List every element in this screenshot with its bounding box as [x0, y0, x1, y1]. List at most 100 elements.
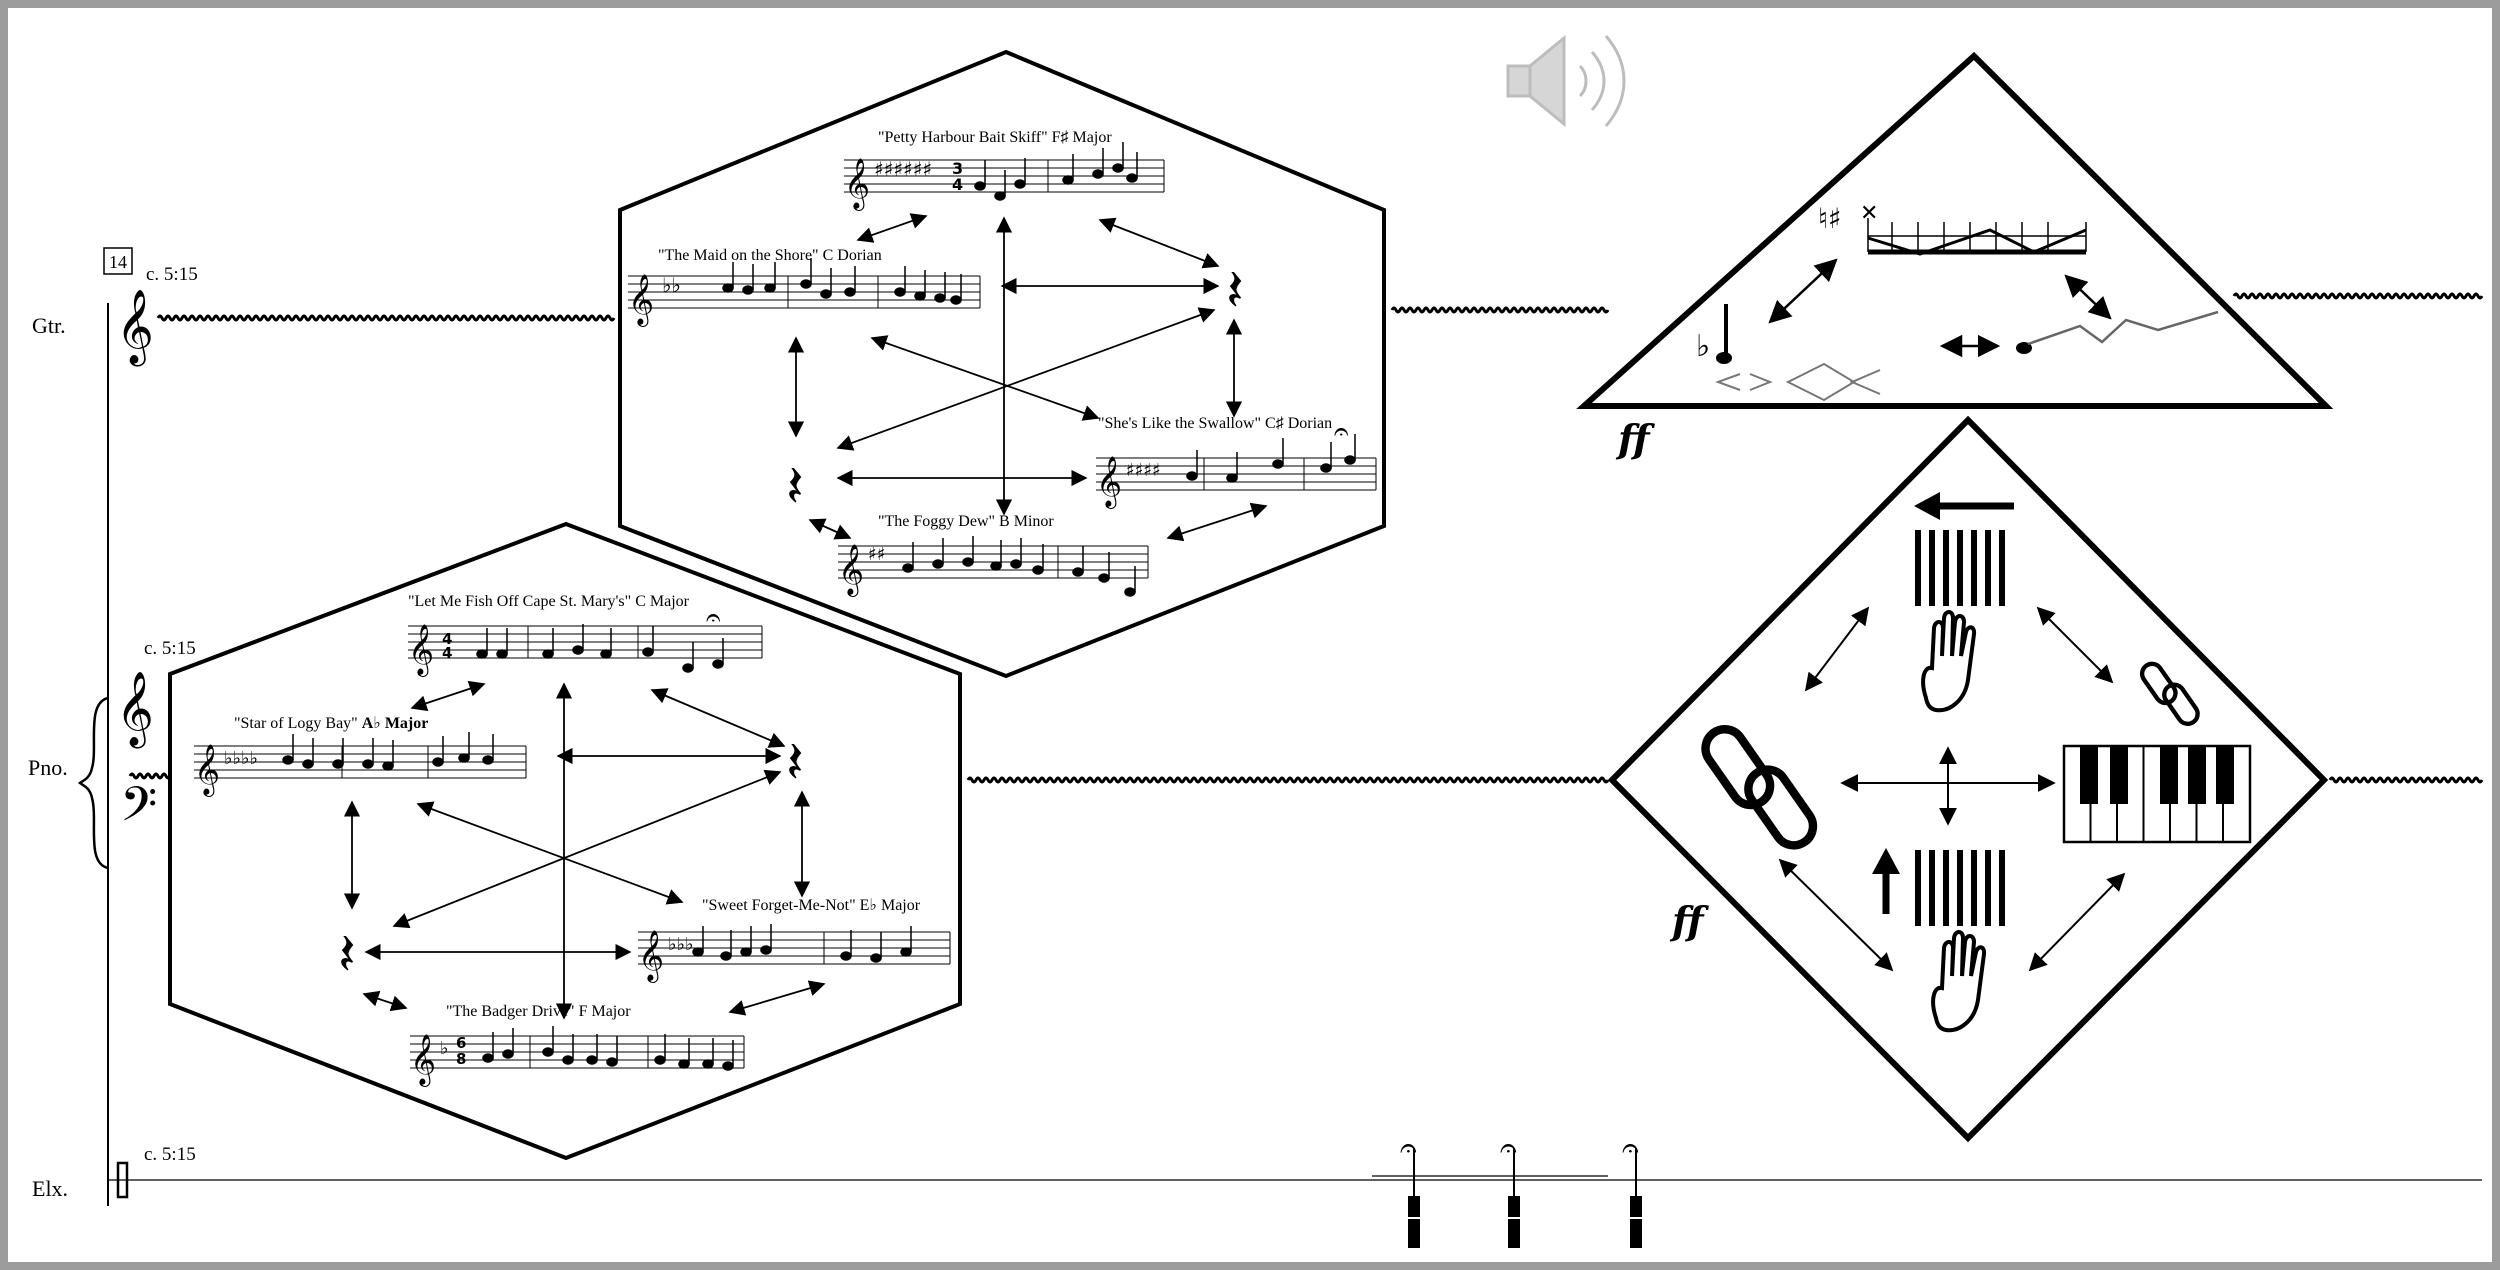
- time-signature-icon: 8: [456, 1050, 466, 1068]
- treble-clef-icon: 𝄞: [628, 274, 654, 327]
- key-signature-sharps-icon: ♯♯♯♯♯♯: [874, 157, 932, 181]
- treble-clef-icon: 𝄞: [844, 158, 870, 211]
- notehead-icon: [692, 947, 704, 957]
- piano-time-cue: c. 5:15: [144, 638, 196, 659]
- fermata-icon: 𝄐: [706, 603, 720, 633]
- flat-note-icon: ♭: [1696, 329, 1710, 364]
- electronics-label: Elx.: [32, 1176, 68, 1201]
- diamond-dynamic-marking: ff: [1669, 898, 1709, 943]
- wavy-line: [966, 776, 1610, 784]
- electronics-events: 𝄐 𝄐 𝄐: [1400, 1131, 1644, 1248]
- tune-title-sweet-forget-me-not: "Sweet Forget-Me-Not" E♭ Major: [702, 897, 921, 914]
- piano-label: Pno.: [28, 755, 68, 780]
- key-signature-flats-icon: ♭♭: [662, 273, 681, 297]
- notehead-icon: [1186, 471, 1198, 481]
- notehead-icon: [302, 759, 314, 769]
- notehead-icon: [870, 953, 882, 963]
- notehead-icon: [990, 561, 1002, 571]
- tune-title-petty-harbour: "Petty Harbour Bait Skiff" F♯ Major: [878, 129, 1112, 146]
- notehead-icon: [562, 1055, 574, 1065]
- tune-title-foggy-dew: "The Foggy Dew" B Minor: [878, 513, 1054, 530]
- notehead-icon: [742, 285, 754, 295]
- notehead-icon: [934, 293, 946, 303]
- key-signature-flats-icon: ♭♭♭♭: [224, 748, 258, 769]
- treble-clef-icon: 𝄞: [408, 624, 434, 677]
- notehead-icon: [900, 947, 912, 957]
- key-signature-sharps-icon: ♯♯: [868, 544, 885, 565]
- staff-cape-st-marys: [408, 625, 763, 659]
- x-notehead-icon: ✕: [1860, 201, 1878, 226]
- fermata-icon: 𝄐: [1622, 1131, 1639, 1166]
- key-signature-sharps-icon: ♯♯♯♯: [1126, 460, 1161, 481]
- notehead-icon: [1344, 455, 1356, 465]
- time-signature-icon: 6: [456, 1034, 466, 1052]
- wavy-extension-lines: [128, 292, 2484, 784]
- treble-clef-icon: 𝄞: [1096, 456, 1122, 509]
- notehead-icon: [932, 559, 944, 569]
- notehead-icon: [702, 1059, 714, 1069]
- time-signature-icon: 3: [952, 159, 963, 178]
- notehead-icon: [362, 759, 374, 769]
- notehead-icon: [600, 649, 612, 659]
- notehead-icon: [1272, 459, 1284, 469]
- notehead-icon: [282, 755, 294, 765]
- speaker-icon: [1506, 34, 1626, 128]
- treble-clef-icon: 𝄞: [838, 544, 864, 597]
- staff-sweet-forget-me-not: [638, 931, 951, 965]
- rehearsal-number: 14: [109, 252, 127, 272]
- accidental-cluster-icon: ♮♯: [1818, 202, 1842, 235]
- notehead-icon: [844, 287, 856, 297]
- tune-title-like-the-swallow: "She's Like the Swallow" C♯ Dorian: [1098, 415, 1332, 432]
- notehead-icon: [840, 951, 852, 961]
- staff-petty-harbour: [844, 159, 1165, 193]
- tune-title-badger-drive: "The Badger Drive" F Major: [446, 1003, 631, 1020]
- notehead-icon: [894, 287, 906, 297]
- notehead-icon: [974, 181, 986, 191]
- tune-title-star-of-logy-bay: "Star of Logy Bay" A♭ Major: [234, 715, 428, 732]
- wavy-line: [156, 314, 616, 322]
- event-block-icon: [1408, 1196, 1420, 1248]
- notehead-icon: [1092, 169, 1104, 179]
- piano-keyboard-icon: [2062, 744, 2252, 844]
- notehead-icon: [542, 1047, 554, 1057]
- fermata-icon: 𝄐: [1400, 1131, 1417, 1166]
- notehead-icon: [740, 947, 752, 957]
- treble-clef-icon: 𝄞: [194, 744, 220, 797]
- electronics-staff: 𝄐 𝄐 𝄐: [108, 1131, 2482, 1248]
- fermata-icon: 𝄐: [1500, 1131, 1517, 1166]
- notehead-icon: [586, 1055, 598, 1065]
- notehead-icon: [678, 1059, 690, 1069]
- tune-title-maid-on-shore: "The Maid on the Shore" C Dorian: [658, 247, 882, 264]
- notehead-icon: [2016, 342, 2032, 354]
- notehead-icon: [482, 755, 494, 765]
- upper-hexagon-notes: [722, 142, 1356, 597]
- notehead-icon: [760, 945, 772, 955]
- quarter-rest-icon: 𝄽: [1226, 256, 1244, 324]
- notehead-icon: [902, 563, 914, 573]
- notehead-icon: [654, 1055, 666, 1065]
- hairpin-icons: [1715, 362, 1881, 402]
- piano-brace-icon: [77, 696, 109, 870]
- notehead-icon: [722, 1061, 734, 1071]
- notehead-icon: [1062, 175, 1074, 185]
- notehead-icon: [1226, 473, 1238, 483]
- score-page: 14 Gtr. Pno. Elx. c. 5:15 c. 5:15 c. 5:1…: [8, 8, 2492, 1262]
- guitar-time-cue: c. 5:15: [146, 264, 198, 285]
- notehead-icon: [764, 283, 776, 293]
- notehead-icon: [606, 1057, 618, 1067]
- wavy-line: [128, 772, 172, 780]
- tune-title-cape-st-marys: "Let Me Fish Off Cape St. Mary's" C Majo…: [408, 593, 690, 610]
- strum-lines-icon: [1915, 530, 2005, 606]
- notehead-icon: [1320, 463, 1332, 473]
- notehead-icon: [1014, 179, 1026, 189]
- treble-clef-icon: 𝄞: [638, 930, 664, 983]
- notehead-icon: [950, 295, 962, 305]
- notehead-icon: [1098, 573, 1110, 583]
- event-block-icon: [1508, 1196, 1520, 1248]
- triangle-box: ff ♮♯ ✕ ♭: [1576, 51, 2334, 461]
- key-signature-flats-icon: ♭: [440, 1038, 449, 1059]
- quarter-rest-icon: 𝄽: [786, 452, 804, 520]
- quarter-rest-icon: 𝄽: [786, 728, 804, 796]
- quarter-rest-icon: 𝄽: [338, 920, 356, 988]
- notehead-icon: [572, 645, 584, 655]
